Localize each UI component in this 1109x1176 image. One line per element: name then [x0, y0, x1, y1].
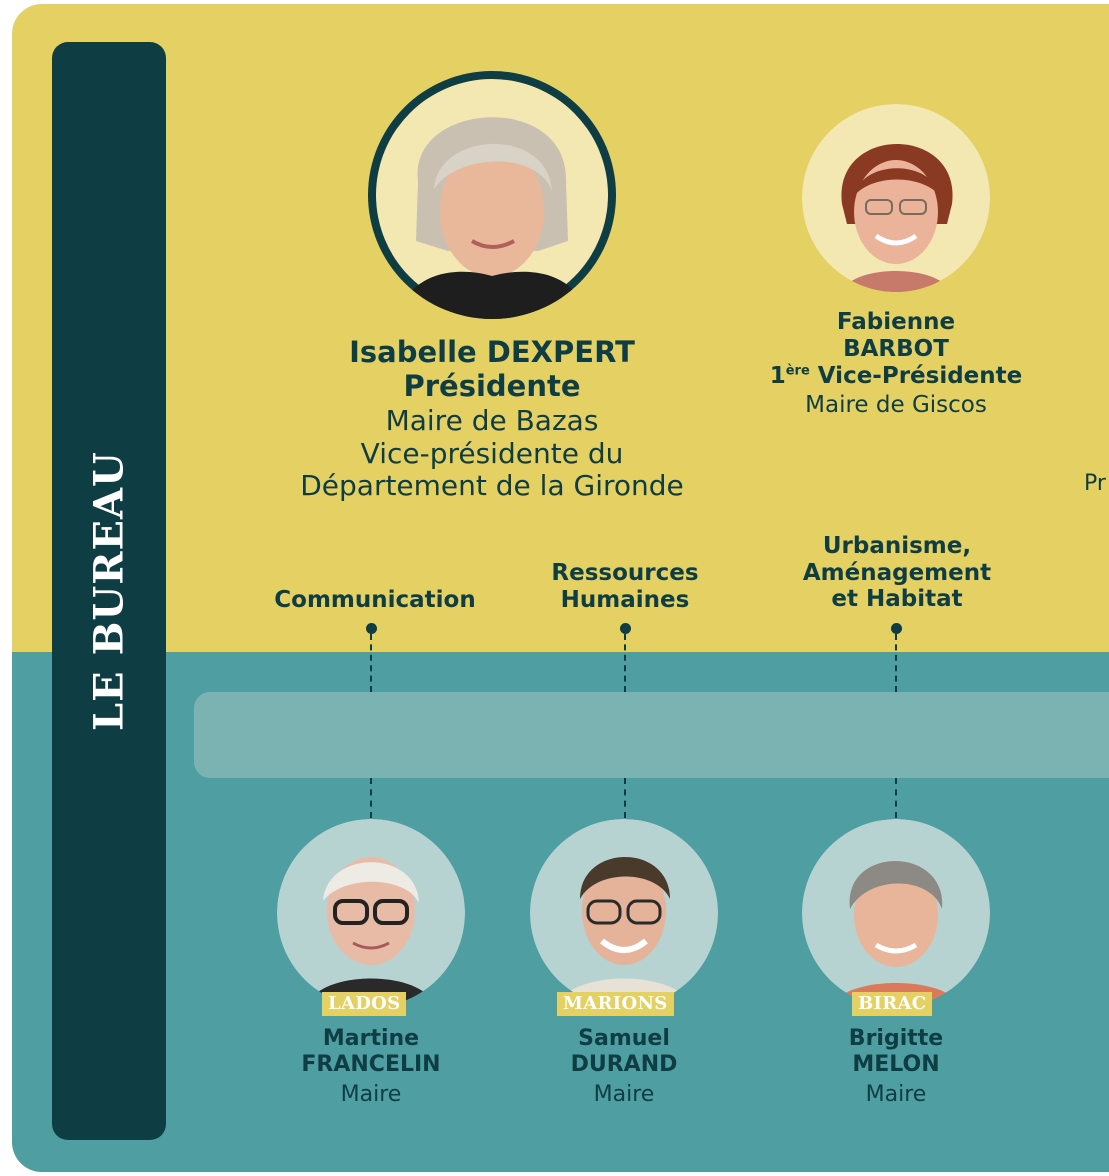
- president-card: Isabelle DEXPERT Présidente Maire de Baz…: [242, 335, 742, 503]
- member-photo: [802, 819, 990, 1007]
- light-band: [194, 692, 1109, 778]
- president-mandate-2: Vice-présidente du: [360, 436, 624, 470]
- member-portrait-image: [530, 819, 718, 1007]
- president-name: Isabelle DEXPERT: [349, 335, 635, 369]
- vice-first-name: Fabienne: [836, 309, 956, 335]
- vice-last-name: BARBOT: [843, 335, 949, 362]
- connector-line: [370, 778, 372, 818]
- commune-badge: MARIONS: [557, 992, 674, 1016]
- member-portrait-image: [802, 819, 990, 1007]
- member-portrait-image: [277, 819, 465, 1007]
- connector-line: [370, 634, 372, 692]
- commune-badge: LADOS: [322, 992, 407, 1016]
- connector-dot: [366, 623, 377, 634]
- president-photo: [368, 71, 616, 319]
- vice-president-photo: [802, 104, 990, 292]
- commune-badge: BIRAC: [852, 992, 933, 1016]
- connector-dot: [891, 623, 902, 634]
- topic-ressources-humaines: Ressources Humaines: [551, 560, 699, 613]
- bureau-board: LE BUREAU Isabelle DEXPERT Présidente Ma…: [12, 4, 1109, 1172]
- connector-dot: [620, 623, 631, 634]
- connector-line: [624, 634, 626, 692]
- section-title: LE BUREAU: [85, 451, 133, 731]
- connector-line: [895, 634, 897, 692]
- member-photo: [277, 819, 465, 1007]
- member-card: Martine FRANCELIN Maire: [301, 1026, 441, 1108]
- vice-president-portrait-image: [802, 104, 990, 292]
- connector-line: [895, 778, 897, 818]
- topic-urbanisme: Urbanisme, Aménagement et Habitat: [802, 533, 992, 613]
- president-mandate-3: Département de la Gironde: [300, 469, 684, 503]
- president-mandate-1: Maire de Bazas: [385, 403, 599, 437]
- vice-mandate: Maire de Giscos: [805, 391, 987, 418]
- president-portrait-image: [376, 79, 608, 319]
- topic-communication: Communication: [274, 587, 476, 613]
- vice-role: 1ère Vice-Présidente: [769, 362, 1023, 389]
- section-sidebar: LE BUREAU: [52, 42, 166, 1140]
- president-role: Présidente: [403, 368, 581, 403]
- connector-line: [624, 778, 626, 818]
- cropped-text: Pr: [1084, 471, 1106, 496]
- member-card: Samuel DURAND Maire: [570, 1026, 678, 1108]
- vice-president-card: Fabienne BARBOT 1ère Vice-Présidente Mai…: [746, 309, 1046, 419]
- member-photo: [530, 819, 718, 1007]
- member-card: Brigitte MELON Maire: [848, 1026, 944, 1108]
